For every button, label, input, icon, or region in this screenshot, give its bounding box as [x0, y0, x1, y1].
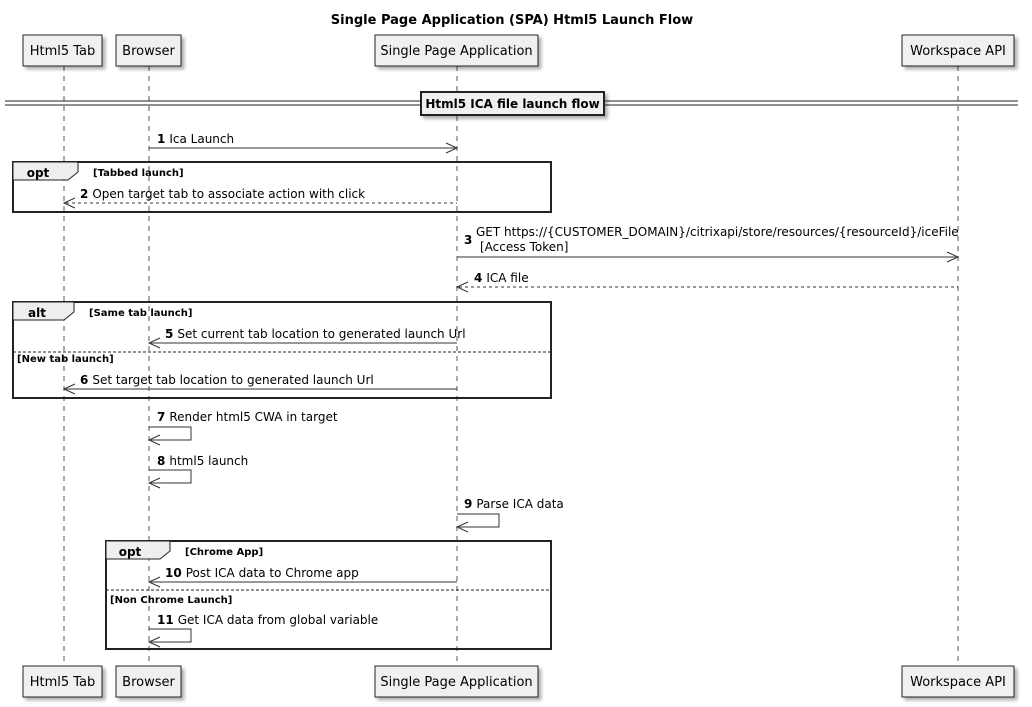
frame-alt-tab-launch: alt [Same tab launch] [New tab launch] [12, 301, 552, 399]
participant-workspace-api: Workspace API [901, 34, 1015, 67]
frame-keyword: opt [27, 166, 50, 180]
message-10-post-ica-data: 10 Post ICA data to Chrome app [147, 566, 457, 588]
message-number: 7 [157, 410, 165, 424]
message-number: 1 [157, 132, 165, 146]
frame-opt-chrome-app: opt [Chrome App] [Non Chrome Launch] [105, 540, 552, 650]
message-1-ica-launch: 1 Ica Launch [149, 132, 459, 154]
message-7-render-html5-cwa: 7 Render html5 CWA in target [147, 410, 338, 446]
lifelines [63, 66, 959, 666]
section-divider: Html5 ICA file launch flow [5, 91, 1018, 116]
participant-html5-tab: Html5 Tab [22, 34, 103, 67]
participants-bottom: Html5 Tab Browser Single Page Applicatio… [22, 665, 1015, 698]
frame-opt-tabbed-launch: opt [Tabbed launch] [12, 161, 552, 213]
message-8-html5-launch: 8 html5 launch [147, 454, 248, 489]
message-5-set-current-tab-location: 5 Set current tab location to generated l… [147, 327, 466, 349]
message-6-set-target-tab-location: 6 Set target tab location to generated la… [62, 373, 457, 395]
message-label: Set current tab location to generated la… [177, 327, 465, 341]
message-4-ica-file: 4 ICA file [455, 271, 958, 293]
message-11-get-ica-data: 11 Get ICA data from global variable [147, 613, 378, 648]
message-number: 11 [157, 613, 174, 627]
participant-browser-bottom: Browser [115, 665, 182, 698]
message-label: Set target tab location to generated lau… [92, 373, 373, 387]
message-label: Open target tab to associate action with… [92, 187, 365, 201]
participant-label: Single Page Application [380, 44, 532, 59]
message-number: 5 [165, 327, 173, 341]
participant-label: Browser [122, 44, 175, 59]
message-9-parse-ica-data: 9 Parse ICA data [455, 497, 564, 533]
participant-label: Workspace API [910, 44, 1006, 59]
frame-condition: [Same tab launch] [89, 308, 192, 319]
participant-label: Single Page Application [380, 675, 532, 690]
participant-label: Browser [122, 675, 175, 690]
participant-single-page-application-bottom: Single Page Application [374, 665, 539, 698]
message-number: 6 [80, 373, 88, 387]
participant-browser: Browser [115, 34, 182, 67]
message-number: 4 [474, 271, 482, 285]
message-label: GET https://{CUSTOMER_DOMAIN}/citrixapi/… [476, 225, 959, 239]
participant-label: Html5 Tab [30, 675, 96, 690]
participant-html5-tab-bottom: Html5 Tab [22, 665, 103, 698]
message-2-open-target-tab: 2 Open target tab to associate action wit… [62, 187, 457, 209]
frame-condition: [Tabbed launch] [93, 168, 184, 179]
frame-else-condition: [Non Chrome Launch] [110, 595, 232, 606]
message-label: ICA file [486, 271, 528, 285]
message-label: Parse ICA data [476, 497, 563, 511]
message-label: html5 launch [169, 454, 248, 468]
message-number: 10 [165, 566, 182, 580]
message-label: Ica Launch [169, 132, 234, 146]
diagram-title: Single Page Application (SPA) Html5 Laun… [331, 13, 693, 28]
participant-workspace-api-bottom: Workspace API [901, 665, 1015, 698]
message-number: 8 [157, 454, 165, 468]
frame-keyword: opt [119, 545, 142, 559]
frame-condition: [Chrome App] [185, 547, 263, 558]
message-number: 9 [464, 497, 472, 511]
frame-else-condition: [New tab launch] [17, 354, 114, 365]
participants-top: Html5 Tab Browser Single Page Applicatio… [22, 34, 1015, 67]
message-label: Post ICA data to Chrome app [186, 566, 359, 580]
participant-label: Workspace API [910, 675, 1006, 690]
message-number: 3 [464, 233, 472, 247]
section-divider-label: Html5 ICA file launch flow [425, 97, 599, 111]
message-label: Render html5 CWA in target [169, 410, 337, 424]
frame-keyword: alt [28, 306, 46, 320]
message-label: Get ICA data from global variable [178, 613, 379, 627]
message-3-get-ica-file: 3 GET https://{CUSTOMER_DOMAIN}/citrixap… [457, 225, 960, 263]
participant-label: Html5 Tab [30, 44, 96, 59]
message-label-line2: [Access Token] [480, 240, 568, 254]
message-number: 2 [80, 187, 88, 201]
participant-single-page-application: Single Page Application [374, 34, 539, 67]
